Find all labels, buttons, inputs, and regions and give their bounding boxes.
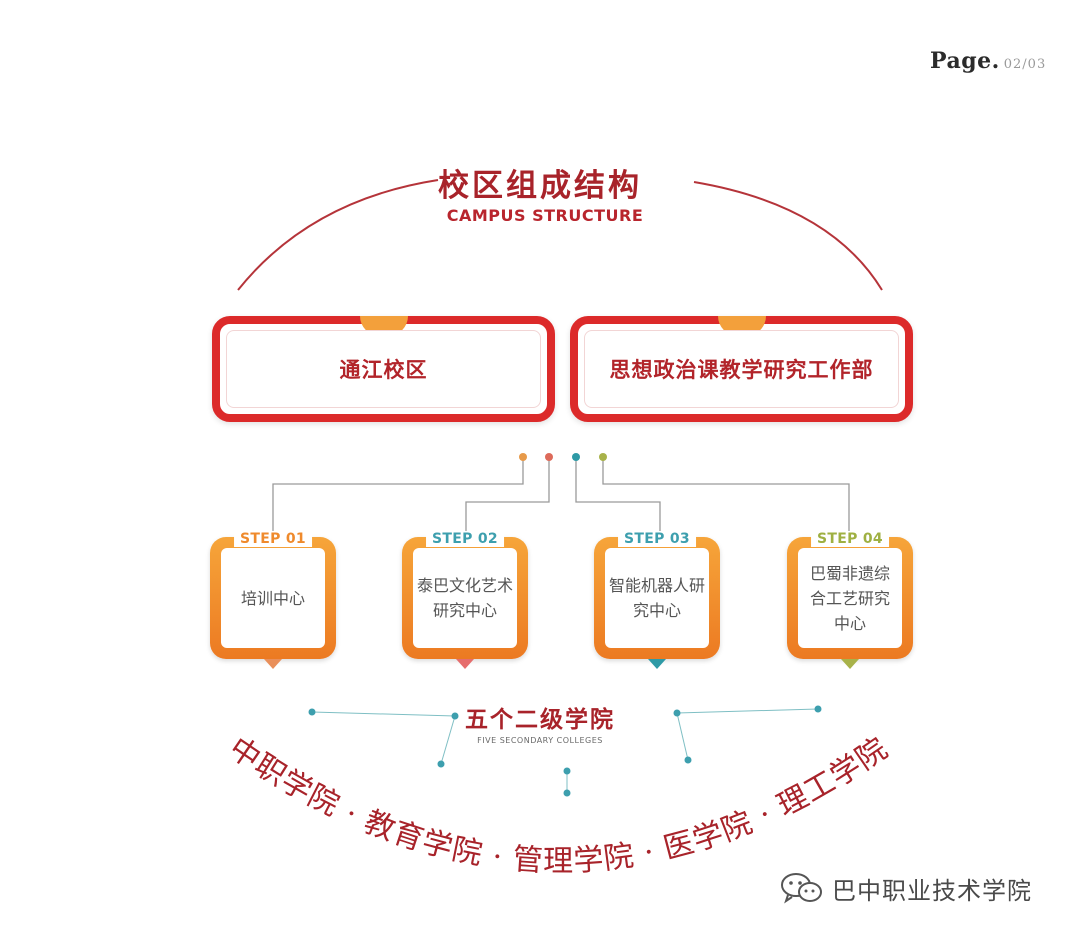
- step-pointer: [264, 659, 282, 669]
- connector-dot-4: [599, 453, 607, 461]
- title-arc-right: [693, 181, 883, 291]
- campus-box-inner: [226, 330, 541, 408]
- step-tag: STEP 04: [811, 531, 889, 547]
- campus-label: 思想政治课教学研究工作部: [609, 358, 874, 382]
- diagram-subtitle: CAMPUS STRUCTURE: [446, 206, 644, 225]
- step-tag: STEP 01: [234, 531, 312, 547]
- campus-box-tongjiang: 通江校区: [212, 316, 555, 422]
- campus-box-politics-dept: 思想政治课教学研究工作部: [570, 316, 913, 422]
- diagram-title: 校区组成结构: [438, 168, 642, 204]
- step-text: 巴蜀非遗综合工艺研究中心: [810, 563, 891, 633]
- step-text: 泰巴文化艺术研究中心: [417, 576, 514, 620]
- step-pointer: [841, 659, 859, 669]
- step-connectors: [272, 453, 850, 537]
- watermark-text: 巴中职业技术学院: [832, 876, 1032, 905]
- step-card-body: 智能机器人研究中心: [605, 548, 709, 648]
- connector-line-4: [602, 460, 850, 537]
- title-arc-left: [237, 179, 439, 291]
- step-card-body: 巴蜀非遗综合工艺研究中心: [798, 548, 902, 648]
- step-card-body: 培训中心: [221, 548, 325, 648]
- colleges-network-decoration: [308, 705, 822, 797]
- title-arc: [237, 179, 883, 291]
- page-indicator: Page.02/03: [930, 48, 1046, 74]
- step-card-3: 智能机器人研究中心 STEP 03: [594, 531, 720, 669]
- wechat-icon: [781, 873, 822, 904]
- campus-box-inner: [584, 330, 899, 408]
- connector-line-1: [272, 460, 524, 537]
- step-pointer: [648, 659, 666, 669]
- connector-dot-1: [519, 453, 527, 461]
- connector-line-2: [465, 460, 550, 537]
- step-pointer: [456, 659, 474, 669]
- step-tag: STEP 03: [618, 531, 696, 547]
- colleges-title: 五个二级学院: [465, 707, 615, 733]
- connector-dot-2: [545, 453, 553, 461]
- colleges-subtitle: FIVE SECONDARY COLLEGES: [477, 736, 603, 745]
- watermark: 巴中职业技术学院: [780, 868, 1032, 908]
- page-number: 02/03: [1003, 57, 1047, 72]
- step-text: 智能机器人研究中心: [609, 576, 706, 620]
- campus-label: 通江校区: [339, 358, 428, 382]
- step-tag: STEP 02: [426, 531, 504, 547]
- step-card-body: 泰巴文化艺术研究中心: [413, 548, 517, 648]
- step-text: 培训中心: [240, 588, 305, 608]
- step-card-4: 巴蜀非遗综合工艺研究中心 STEP 04: [787, 531, 913, 669]
- connector-dot-3: [572, 453, 580, 461]
- step-card-1: 培训中心 STEP 01: [210, 531, 336, 669]
- step-card-2: 泰巴文化艺术研究中心 STEP 02: [402, 531, 528, 669]
- colleges-list: 中职学院 · 教育学院 · 管理学院 · 医学院 · 理工学院: [222, 731, 894, 879]
- page-label: Page.: [930, 48, 1000, 74]
- connector-line-3: [575, 460, 661, 537]
